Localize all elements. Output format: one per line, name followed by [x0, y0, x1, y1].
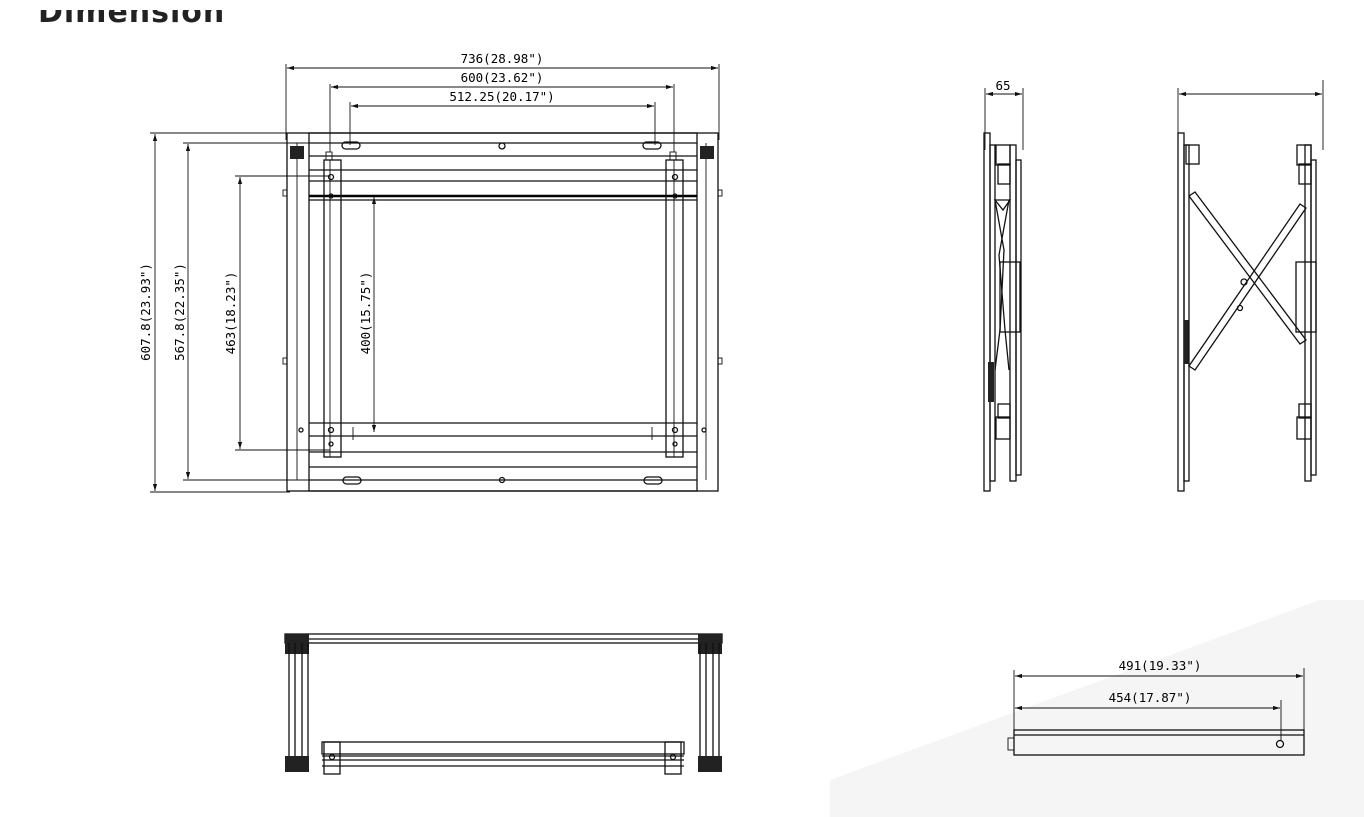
- top-view: [284, 633, 723, 775]
- bottom-side-view: 491(19.33") 454(17.87"): [830, 600, 1364, 817]
- inner-depth-dimension: 454(17.87"): [1015, 690, 1280, 711]
- closed-depth-label: 65: [995, 78, 1010, 93]
- vesa-height-label: 400(15.75"): [358, 272, 373, 355]
- rail-height-dimension: 463(18.23"): [223, 177, 243, 449]
- overall-height-label: 607.8(23.93"): [138, 263, 153, 361]
- frame-height-dimension: 567.8(22.35"): [172, 144, 191, 479]
- side-view-closed: 65: [983, 78, 1024, 492]
- slot-width-dimension: 512.25(20.17"): [351, 89, 654, 109]
- rail-height-label: 463(18.23"): [223, 272, 238, 355]
- overall-depth-label: 491(19.33"): [1119, 658, 1202, 673]
- side-view-extended: [1177, 80, 1324, 492]
- mount-width-dimension: 600(23.62"): [331, 70, 673, 90]
- overall-width-dimension: 736(28.98"): [287, 51, 718, 71]
- vesa-height-dimension: 400(15.75"): [358, 197, 377, 432]
- closed-depth-dimension: 65: [986, 78, 1022, 97]
- front-view: 736(28.98") 600(23.62") 512.25(20.17") 6…: [138, 51, 723, 493]
- inner-depth-label: 454(17.87"): [1109, 690, 1192, 705]
- overall-depth-dimension: 491(19.33"): [1015, 658, 1303, 679]
- mount-width-label: 600(23.62"): [461, 70, 544, 85]
- overall-height-dimension: 607.8(23.93"): [138, 134, 158, 491]
- slot-width-label: 512.25(20.17"): [449, 89, 554, 104]
- page-title: Dimension: [38, 10, 226, 30]
- frame-height-label: 567.8(22.35"): [172, 263, 187, 361]
- overall-width-label: 736(28.98"): [461, 51, 544, 66]
